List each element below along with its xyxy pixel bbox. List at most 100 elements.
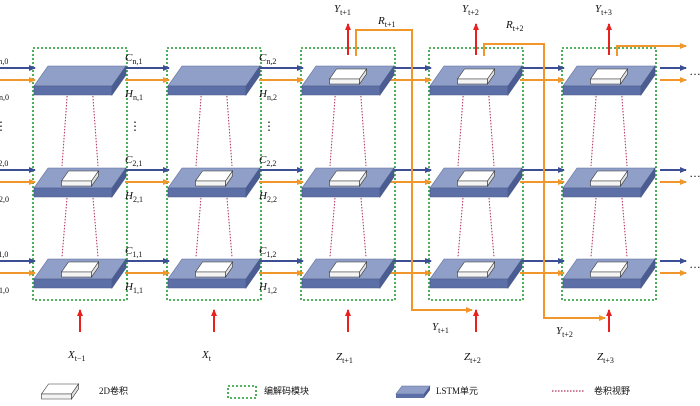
- conv2d-block: [60, 261, 100, 278]
- conv2d-block: [328, 68, 368, 85]
- continuation-ellipsis: …: [689, 166, 700, 180]
- lstm-top-face: [33, 65, 127, 87]
- hidden-state-label: Hn,2: [258, 88, 277, 102]
- vertical-ellipsis: ⋮: [263, 119, 275, 133]
- continuation-ellipsis: …: [689, 257, 700, 271]
- feedback-input-label: Yt+2: [556, 325, 573, 339]
- conv-front-face: [195, 180, 226, 187]
- input-label: Zt+2: [464, 351, 481, 365]
- vertical-ellipsis: ⋮: [0, 119, 7, 133]
- conv-side-face: [620, 68, 628, 85]
- continuation-ellipsis: …: [689, 64, 700, 78]
- conv2d-block: [194, 261, 234, 278]
- lstm-side-face: [111, 258, 127, 289]
- lstm-unit: [562, 65, 656, 96]
- codec-module-box: [428, 47, 524, 301]
- conv-side-face: [620, 261, 628, 278]
- input-label: Zt+1: [336, 351, 353, 365]
- legend-lstm-front: [396, 394, 424, 398]
- lstm-side-face: [379, 65, 395, 96]
- lstm-front-face: [429, 187, 509, 198]
- lstm-side-face: [379, 258, 395, 289]
- lstm-front-face: [167, 278, 247, 289]
- cell-state-label: C1,2: [259, 245, 276, 259]
- legend-codec-module-label: 编解码模块: [264, 385, 309, 396]
- lstm-side-face: [111, 167, 127, 198]
- output-label: Yt+1: [334, 3, 351, 17]
- hidden-state-label: H2,0: [0, 190, 9, 204]
- lstm-unit: [301, 167, 395, 198]
- input-label: Xt−1: [67, 349, 85, 363]
- input-label: Xt: [201, 349, 212, 363]
- legend-lstm-side: [424, 386, 430, 398]
- lstm-front-face: [33, 278, 113, 289]
- legend-receptive-field-label: 卷积视野: [594, 385, 630, 396]
- conv2d-block: [456, 68, 496, 85]
- cell-state-label: Cn,0: [0, 52, 8, 66]
- lstm-front-face: [301, 278, 381, 289]
- legend-lstm-unit-label: LSTM单元: [436, 385, 478, 396]
- conv-front-face: [457, 180, 488, 187]
- conv-side-face: [359, 68, 367, 85]
- conv-side-face: [91, 170, 99, 187]
- hidden-state-label: Hn,1: [124, 88, 143, 102]
- feedback-path: [355, 29, 473, 313]
- lstm-side-face: [245, 65, 261, 96]
- feedback-path: [616, 43, 687, 56]
- conv-side-face: [620, 170, 628, 187]
- lstm-side-face: [640, 167, 656, 198]
- codec-modules-layer: [32, 47, 657, 301]
- vertical-ellipsis: ⋮: [129, 119, 141, 133]
- lstm-front-face: [301, 187, 381, 198]
- feedback-label: Rt+1: [377, 15, 395, 29]
- receptive-field-line: [359, 83, 367, 167]
- conv-side-face: [225, 261, 233, 278]
- conv2d-block: [589, 170, 629, 187]
- conv-front-face: [457, 271, 488, 278]
- receptive-field-line: [457, 83, 465, 167]
- codec-module-box: [300, 47, 396, 301]
- codec-module-box: [32, 47, 128, 301]
- receptive-field-line: [225, 83, 233, 167]
- conv2d-block: [589, 261, 629, 278]
- lstm-front-face: [562, 278, 642, 289]
- legend-lstm-top: [395, 385, 431, 395]
- conv-side-face: [359, 261, 367, 278]
- lstm-side-face: [507, 167, 523, 198]
- conv-side-face: [487, 68, 495, 85]
- conv-front-face: [590, 78, 621, 85]
- cell-state-label: C2,2: [259, 154, 276, 168]
- lstm-front-face: [167, 85, 247, 96]
- receptive-field-line: [195, 83, 203, 167]
- lstm-side-face: [507, 65, 523, 96]
- conv-front-face: [329, 78, 360, 85]
- lstm-side-face: [245, 167, 261, 198]
- lstm-cells-layer: [33, 65, 656, 289]
- conv2d-block: [194, 170, 234, 187]
- feedback-input-label: Yt+1: [432, 321, 449, 335]
- conv-front-face: [590, 180, 621, 187]
- lstm-side-face: [507, 258, 523, 289]
- conv-front-face: [329, 180, 360, 187]
- lstm-unit: [167, 65, 261, 96]
- lstm-side-face: [111, 65, 127, 96]
- cell-state-label: Cn,2: [259, 52, 276, 66]
- conv-front-face: [61, 271, 92, 278]
- lstm-unit: [33, 65, 127, 96]
- cell-state-label: C2,0: [0, 154, 8, 168]
- lstm-side-face: [640, 65, 656, 96]
- lstm-front-face: [429, 85, 509, 96]
- legend: 2D卷积 编解码模块 LSTM单元 卷积视野: [40, 383, 630, 400]
- cell-state-label: C1,0: [0, 245, 8, 259]
- receptive-field-line: [620, 83, 628, 167]
- lstm-side-face: [245, 258, 261, 289]
- lstm-front-face: [301, 85, 381, 96]
- conv-side-face: [71, 383, 79, 400]
- legend-conv2d-label: 2D卷积: [99, 385, 128, 396]
- lstm-front-face: [429, 278, 509, 289]
- conv-front-face: [457, 78, 488, 85]
- legend-codec-module-swatch: [227, 385, 257, 399]
- labels-layer: Xt−1Cn,0Hn,0C2,0H2,0C1,0H1,0⋮XtCn,1Hn,1C…: [0, 3, 700, 365]
- hidden-state-label: H1,0: [0, 281, 9, 295]
- hidden-state-label: H1,2: [258, 281, 277, 295]
